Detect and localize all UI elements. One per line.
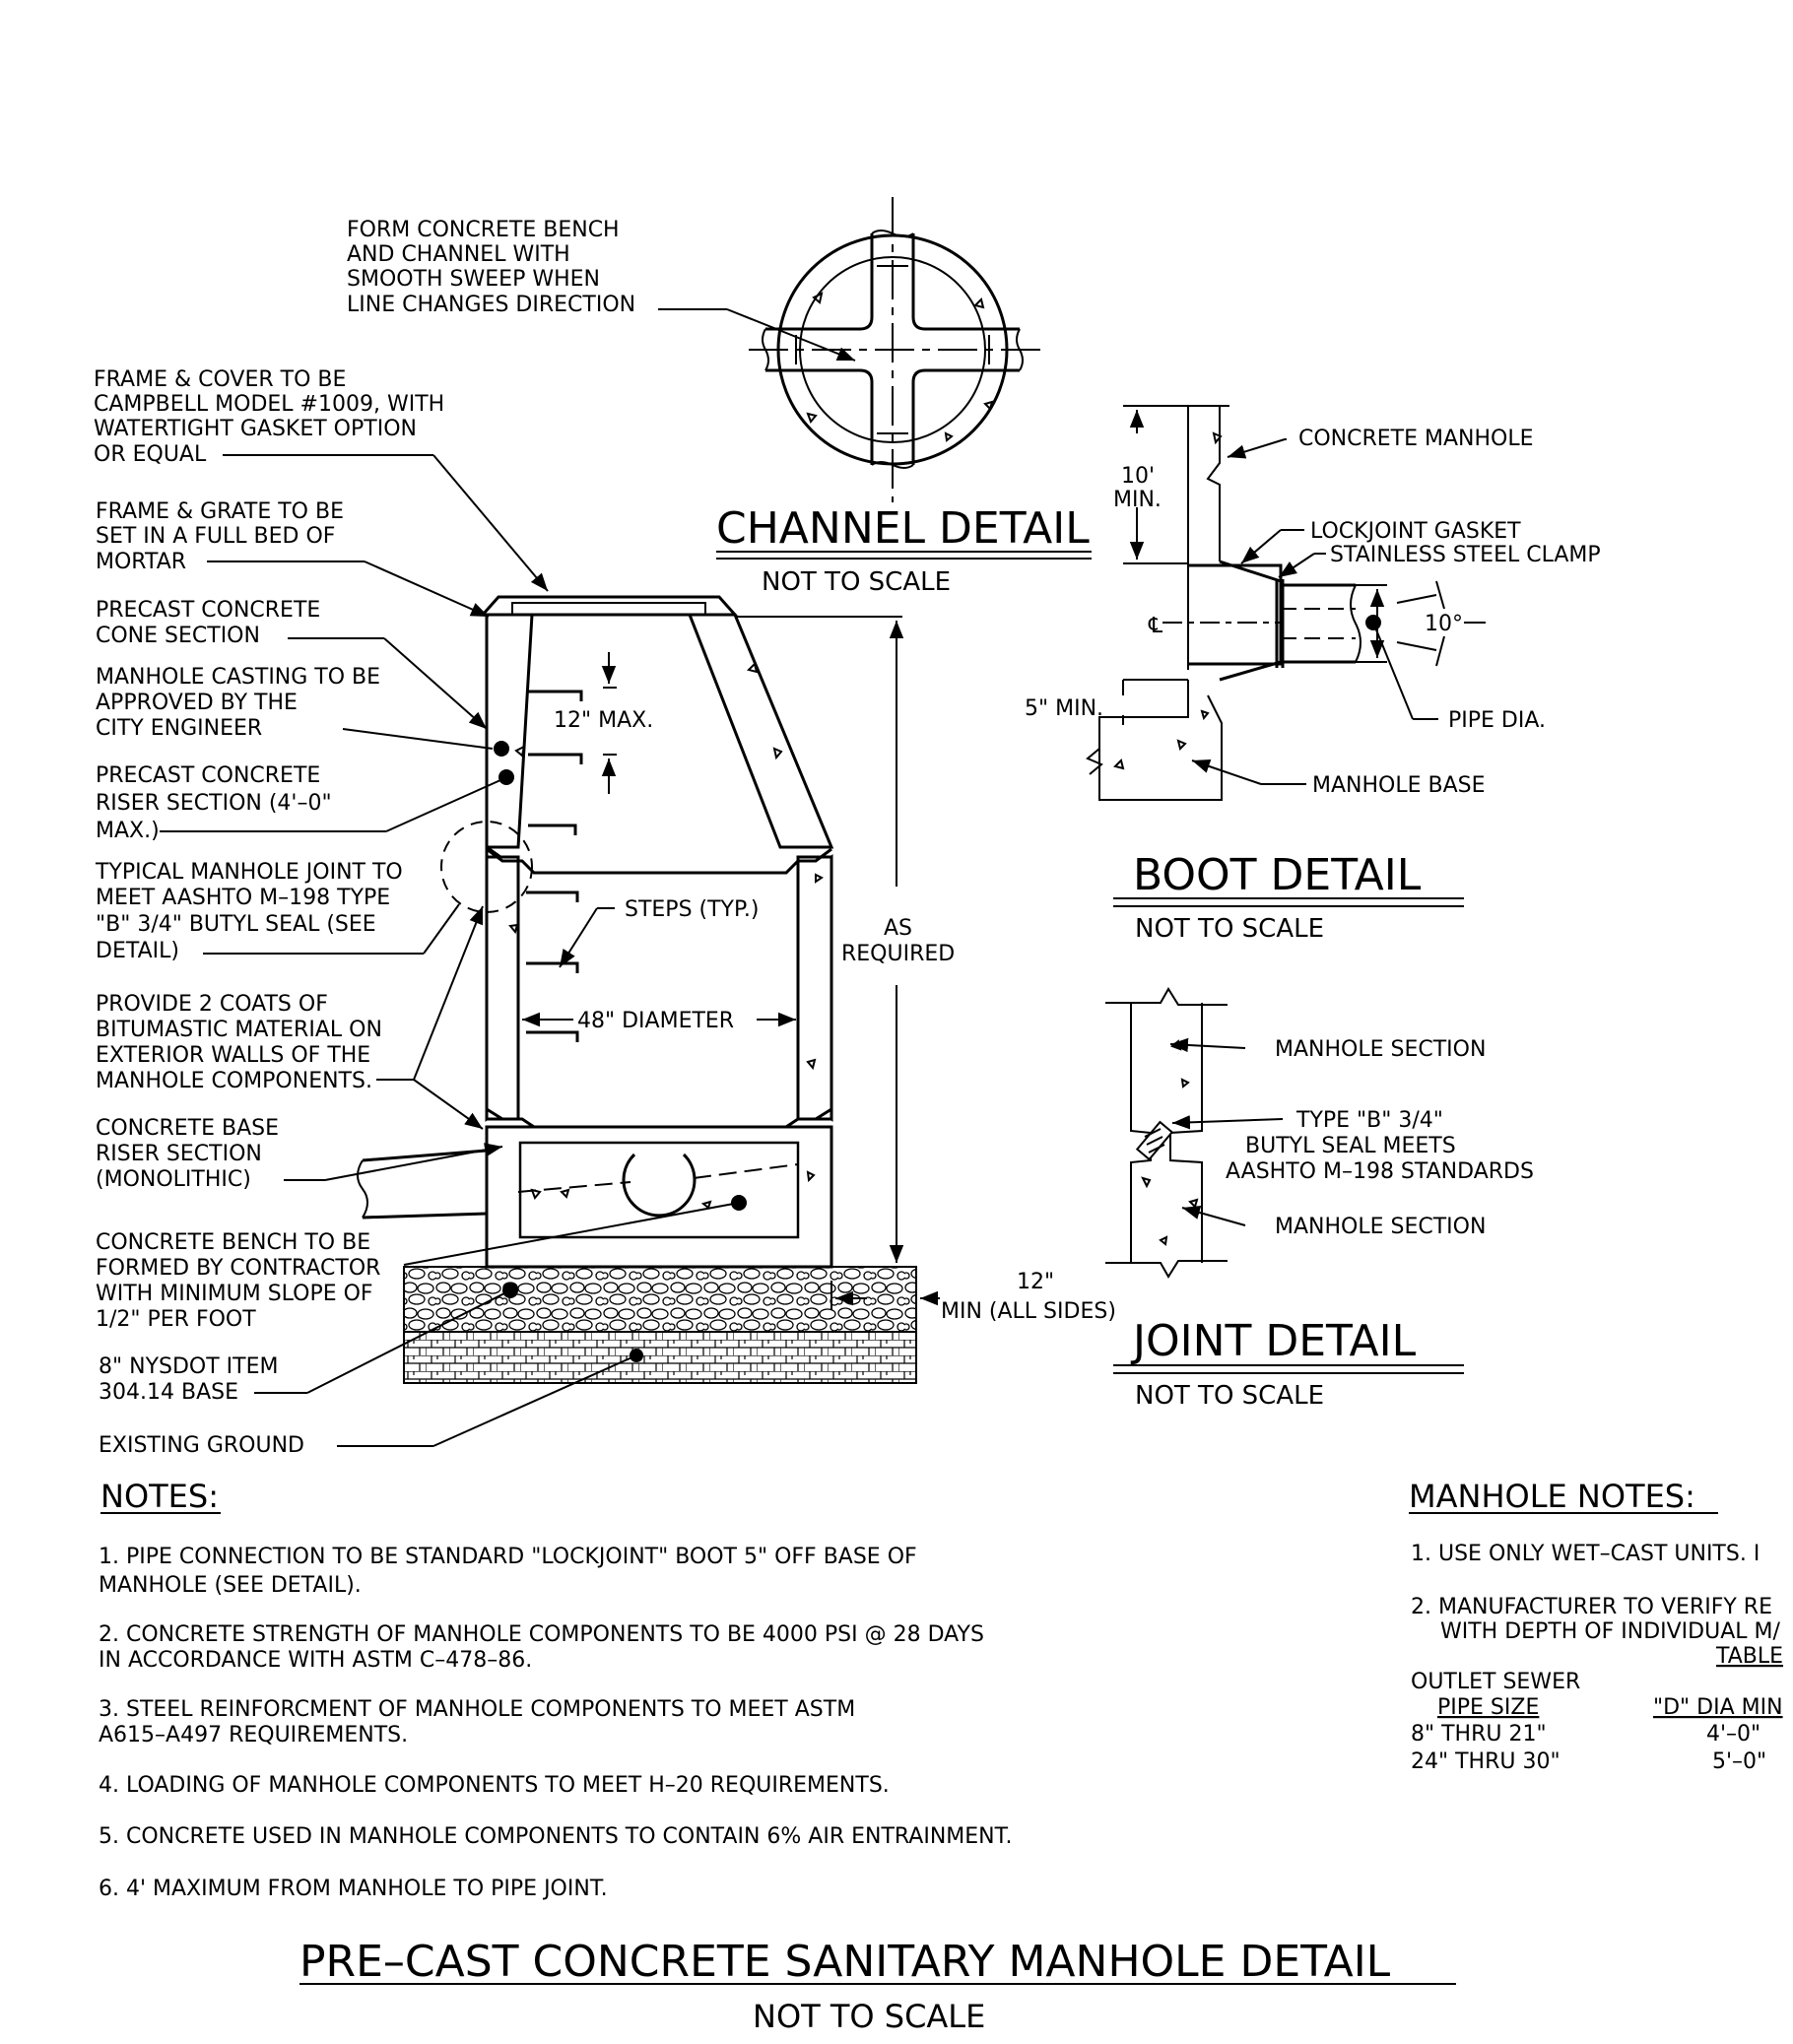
manhole-note-1: 1. USE ONLY WET–CAST UNITS. I bbox=[1411, 1542, 1760, 1566]
manhole-notes-heading: MANHOLE NOTES: bbox=[1409, 1478, 1695, 1515]
riser-label-1: PRECAST CONCRETE bbox=[96, 763, 320, 788]
drawing-title: PRE–CAST CONCRETE SANITARY MANHOLE DETAI… bbox=[299, 1937, 1391, 1987]
bench-label-4: 1/2" PER FOOT bbox=[96, 1307, 256, 1332]
manhole-note-2-line-2: WITH DEPTH OF INDIVIDUAL M/ bbox=[1440, 1619, 1780, 1644]
joint-section-top: MANHOLE SECTION bbox=[1275, 1037, 1486, 1062]
channel-callout-line-4: LINE CHANGES DIRECTION bbox=[347, 293, 635, 317]
joint-detail-scale: NOT TO SCALE bbox=[1135, 1381, 1324, 1411]
frame-cover-label-2: CAMPBELL MODEL #1009, WITH bbox=[94, 392, 444, 417]
boot-5-min: 5" MIN. bbox=[1025, 696, 1103, 721]
manhole-table-row2-size: 24" THRU 30" bbox=[1411, 1749, 1561, 1774]
manhole-table-label: TABLE bbox=[1715, 1644, 1783, 1669]
frame-cover-label-4: OR EQUAL bbox=[94, 442, 207, 467]
manhole-note-2-line-1: 2. MANUFACTURER TO VERIFY RE bbox=[1411, 1595, 1772, 1619]
joint-label-3: "B" 3/4" BUTYL SEAL (SEE bbox=[96, 912, 376, 937]
note-3-line-2: A615–A497 REQUIREMENTS. bbox=[99, 1723, 408, 1747]
dim-12-min-2: MIN (ALL SIDES) bbox=[941, 1299, 1116, 1324]
joint-detail-title: JOINT DETAIL bbox=[1130, 1316, 1417, 1366]
boot-10-min-1: 10' bbox=[1121, 464, 1155, 489]
note-1-line-2: MANHOLE (SEE DETAIL). bbox=[99, 1573, 362, 1598]
boot-concrete-manhole: CONCRETE MANHOLE bbox=[1298, 427, 1534, 451]
manhole-section: 12" MAX. AS REQUIRED 48" DIAMETER STEPS … bbox=[94, 367, 1116, 1458]
channel-detail-scale: NOT TO SCALE bbox=[762, 567, 951, 597]
general-notes: NOTES: 1. PIPE CONNECTION TO BE STANDARD… bbox=[99, 1478, 1012, 1901]
joint-seal-3: AASHTO M–198 STANDARDS bbox=[1226, 1159, 1534, 1184]
manhole-table-row2-dia: 5'–0" bbox=[1712, 1749, 1766, 1774]
manhole-table-col1-header-2: PIPE SIZE bbox=[1437, 1695, 1539, 1720]
manhole-left-labels: FRAME & COVER TO BE CAMPBELL MODEL #1009… bbox=[94, 367, 740, 1458]
channel-detail: FORM CONCRETE BENCH AND CHANNEL WITH SMO… bbox=[347, 197, 1092, 597]
frame-grate-label-2: SET IN A FULL BED OF bbox=[96, 524, 335, 549]
manhole-table-row1-dia: 4'–0" bbox=[1706, 1722, 1760, 1747]
joint-seal-1: TYPE "B" 3/4" bbox=[1295, 1108, 1443, 1133]
joint-section-bottom: MANHOLE SECTION bbox=[1275, 1215, 1486, 1239]
frame-grate-label-3: MORTAR bbox=[96, 550, 186, 574]
ground-label: EXISTING GROUND bbox=[99, 1433, 304, 1458]
joint-detail: MANHOLE SECTION TYPE "B" 3/4" BUTYL SEAL… bbox=[1105, 987, 1534, 1411]
bench-label-3: WITH MINIMUM SLOPE OF bbox=[96, 1282, 373, 1306]
joint-label-1: TYPICAL MANHOLE JOINT TO bbox=[95, 860, 403, 885]
note-5: 5. CONCRETE USED IN MANHOLE COMPONENTS T… bbox=[99, 1824, 1012, 1849]
boot-detail-scale: NOT TO SCALE bbox=[1135, 914, 1324, 944]
base-label-2: RISER SECTION bbox=[96, 1142, 262, 1166]
casting-label-2: APPROVED BY THE bbox=[96, 691, 298, 715]
nysdot-label-1: 8" NYSDOT ITEM bbox=[99, 1354, 278, 1379]
boot-pipe-dia: PIPE DIA. bbox=[1448, 708, 1546, 733]
bench-label-2: FORMED BY CONTRACTOR bbox=[96, 1256, 380, 1281]
drawing-title-scale: NOT TO SCALE bbox=[753, 1998, 985, 2035]
steps-label: STEPS (TYP.) bbox=[625, 897, 759, 922]
cone-label-1: PRECAST CONCRETE bbox=[96, 598, 320, 623]
channel-detail-title: CHANNEL DETAIL bbox=[716, 503, 1090, 554]
note-1-line-1: 1. PIPE CONNECTION TO BE STANDARD "LOCKJ… bbox=[99, 1545, 917, 1569]
dim-as-required-1: AS bbox=[884, 916, 912, 941]
joint-seal-2: BUTYL SEAL MEETS bbox=[1245, 1134, 1456, 1158]
dim-12-min-1: 12" bbox=[1017, 1270, 1054, 1294]
channel-callout-line-3: SMOOTH SWEEP WHEN bbox=[347, 267, 600, 292]
joint-label-2: MEET AASHTO M–198 TYPE bbox=[96, 886, 390, 910]
boot-detail-title: BOOT DETAIL bbox=[1133, 850, 1422, 900]
coats-label-2: BITUMASTIC MATERIAL ON bbox=[96, 1018, 382, 1042]
frame-cover-label-3: WATERTIGHT GASKET OPTION bbox=[94, 417, 417, 441]
channel-callout-line-2: AND CHANNEL WITH bbox=[347, 242, 570, 267]
notes-heading: NOTES: bbox=[100, 1478, 219, 1515]
manhole-table-row1-size: 8" THRU 21" bbox=[1411, 1722, 1547, 1747]
dim-12-max: 12" MAX. bbox=[554, 708, 653, 733]
frame-cover-label-1: FRAME & COVER TO BE bbox=[94, 367, 346, 392]
coats-label-4: MANHOLE COMPONENTS. bbox=[96, 1069, 372, 1093]
note-6: 6. 4' MAXIMUM FROM MANHOLE TO PIPE JOINT… bbox=[99, 1877, 608, 1901]
boot-10-min-2: MIN. bbox=[1113, 488, 1162, 512]
note-2-line-1: 2. CONCRETE STRENGTH OF MANHOLE COMPONEN… bbox=[99, 1622, 984, 1647]
drawing-title-block: PRE–CAST CONCRETE SANITARY MANHOLE DETAI… bbox=[299, 1937, 1456, 2035]
riser-label-2: RISER SECTION (4'–0" bbox=[96, 791, 332, 816]
boot-angle: 10° bbox=[1425, 612, 1463, 636]
base-label-1: CONCRETE BASE bbox=[96, 1116, 279, 1141]
boot-detail: ℄ 10' MIN. 5" MIN. PIPE DIA. 10° CONCRET… bbox=[1025, 405, 1601, 944]
channel-callout-line-1: FORM CONCRETE BENCH bbox=[347, 218, 620, 242]
boot-manhole-base: MANHOLE BASE bbox=[1312, 773, 1486, 798]
dim-48-diameter: 48" DIAMETER bbox=[577, 1009, 734, 1033]
boot-cl-mark: ℄ bbox=[1148, 614, 1163, 638]
manhole-table-col2-header: "D" DIA MIN bbox=[1653, 1695, 1783, 1720]
boot-lockjoint-gasket: LOCKJOINT GASKET bbox=[1310, 519, 1521, 544]
note-2-line-2: IN ACCORDANCE WITH ASTM C–478–86. bbox=[99, 1648, 532, 1673]
note-4: 4. LOADING OF MANHOLE COMPONENTS TO MEET… bbox=[99, 1773, 890, 1798]
coats-label-3: EXTERIOR WALLS OF THE bbox=[96, 1043, 370, 1068]
coats-label-1: PROVIDE 2 COATS OF bbox=[96, 992, 328, 1017]
dim-as-required-2: REQUIRED bbox=[841, 942, 955, 966]
joint-label-4: DETAIL) bbox=[96, 939, 179, 963]
riser-label-3: MAX.) bbox=[96, 819, 160, 843]
manhole-notes: MANHOLE NOTES: 1. USE ONLY WET–CAST UNIT… bbox=[1409, 1478, 1783, 1774]
casting-label-1: MANHOLE CASTING TO BE bbox=[96, 665, 380, 690]
manhole-table-col1-header-1: OUTLET SEWER bbox=[1411, 1670, 1580, 1694]
nysdot-label-2: 304.14 BASE bbox=[99, 1380, 238, 1405]
boot-stainless-clamp: STAINLESS STEEL CLAMP bbox=[1330, 543, 1601, 567]
cone-label-2: CONE SECTION bbox=[96, 624, 260, 648]
base-label-3: (MONOLITHIC) bbox=[96, 1167, 251, 1192]
note-3-line-1: 3. STEEL REINFORCMENT OF MANHOLE COMPONE… bbox=[99, 1697, 855, 1722]
casting-label-3: CITY ENGINEER bbox=[96, 716, 262, 741]
frame-grate-label-1: FRAME & GRATE TO BE bbox=[96, 499, 344, 524]
bench-label-1: CONCRETE BENCH TO BE bbox=[96, 1230, 370, 1255]
